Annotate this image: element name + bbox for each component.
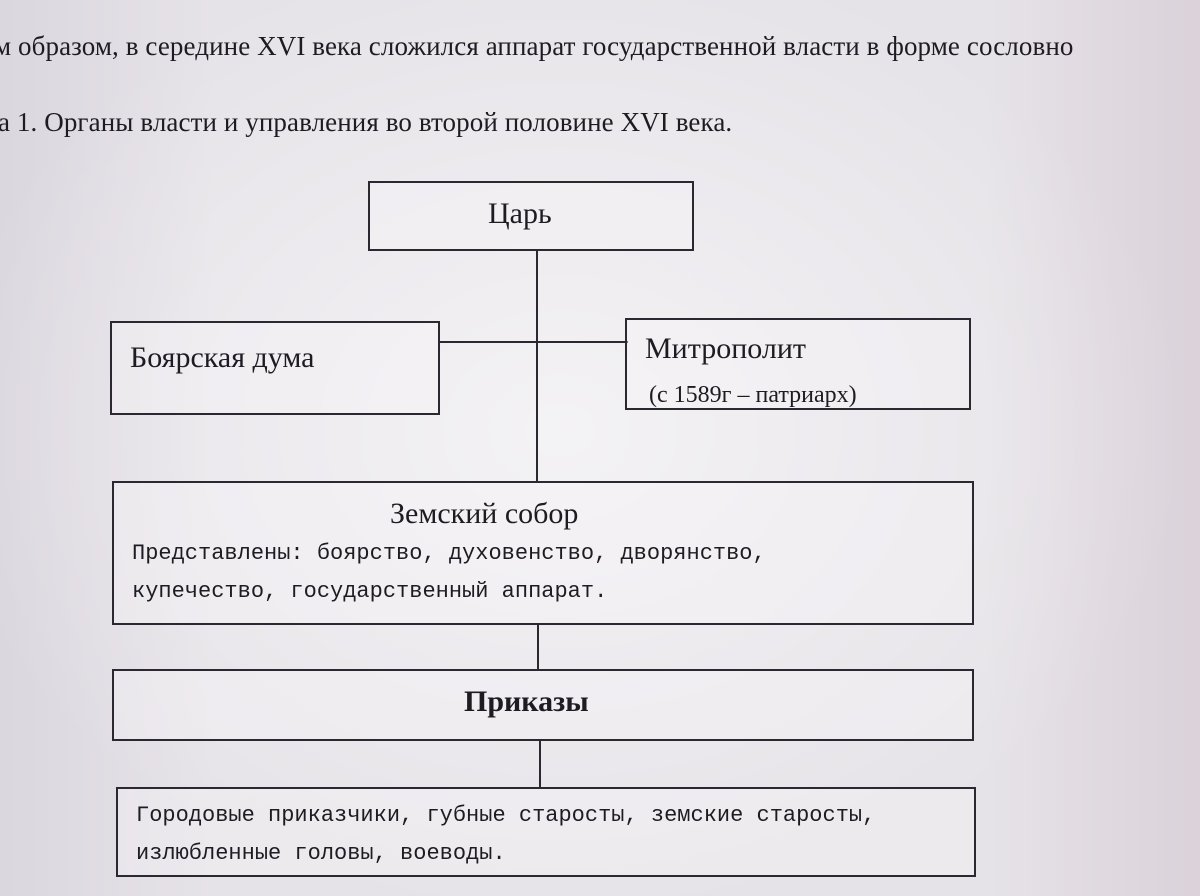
boyar-duma-box: Боярская дума	[110, 321, 440, 415]
zemsky-sobor-line-2: купечество, государственный аппарат.	[132, 579, 608, 604]
tsar-label: Царь	[488, 197, 552, 230]
connector-prikazy-to-local	[539, 741, 541, 787]
zemsky-sobor-title: Земский собор	[390, 497, 579, 530]
boyar-duma-label: Боярская дума	[130, 341, 315, 374]
connector-sobor-to-prikazy	[537, 624, 539, 670]
tsar-box: Царь	[368, 181, 694, 251]
connector-tsar-to-sobor	[536, 250, 538, 482]
local-officials-line-2: излюбленные головы, воеводы.	[136, 841, 506, 866]
local-officials-box: Городовые приказчики, губные старосты, з…	[116, 787, 976, 877]
intro-text: м образом, в середине XVI века сложился …	[0, 31, 1074, 61]
zemsky-sobor-line-1: Представлены: боярство, духовенство, дво…	[132, 541, 766, 566]
prikazy-box: Приказы	[112, 669, 974, 741]
metropolitan-label: Митрополит	[645, 332, 807, 365]
local-officials-line-1: Городовые приказчики, губные старосты, з…	[136, 803, 876, 828]
metropolitan-box: Митрополит (с 1589г – патриарх)	[625, 318, 971, 410]
metropolitan-note: (с 1589г – патриарх)	[649, 382, 857, 408]
figure-caption: а 1. Органы власти и управления во второ…	[0, 107, 733, 137]
connector-duma-metropolitan	[438, 341, 628, 343]
prikazy-label: Приказы	[464, 685, 589, 718]
zemsky-sobor-box: Земский собор Представлены: боярство, ду…	[112, 481, 974, 625]
